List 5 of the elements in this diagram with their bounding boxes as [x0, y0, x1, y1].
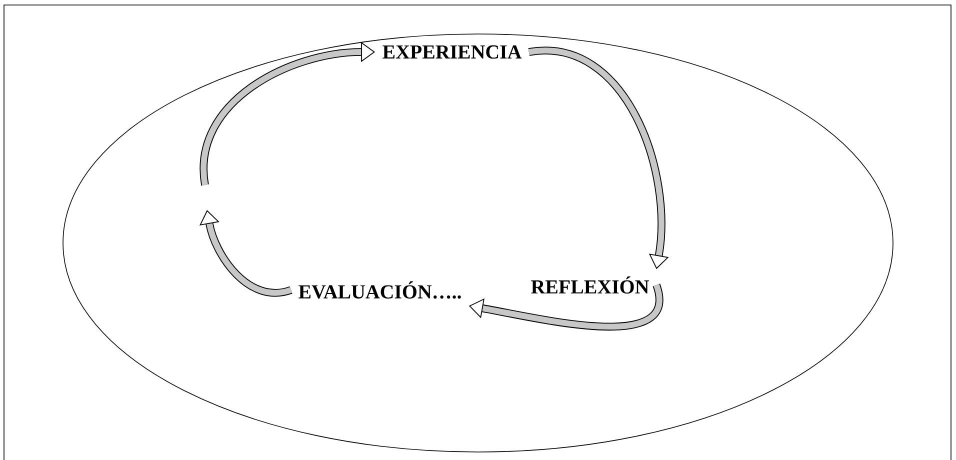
- stage-label: EVALUACIÓN…..: [298, 281, 461, 299]
- stage-label: REFLEXIÓN: [531, 276, 649, 294]
- stage-label: EXPERIENCIA: [382, 45, 522, 59]
- ellipse-outline: [62, 34, 894, 452]
- curved-arrow: [200, 210, 292, 296]
